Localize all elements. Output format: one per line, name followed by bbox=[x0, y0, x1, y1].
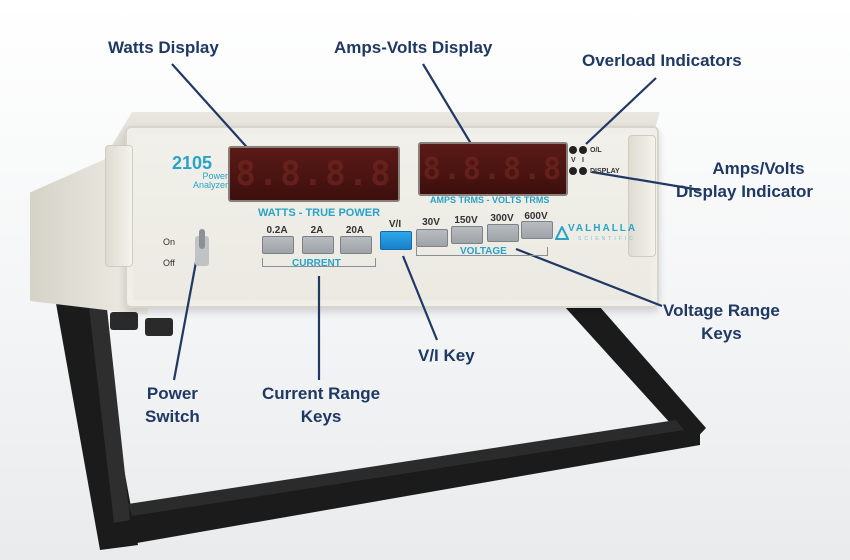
callout-display-indicator: Amps/Volts Display Indicator bbox=[676, 159, 813, 201]
brand-sub: SCIENTIFIC bbox=[578, 236, 636, 242]
amps-volts-display: 8.8.8.8 bbox=[418, 142, 568, 196]
ol-label: O/L bbox=[590, 147, 602, 154]
amps-volts-caption: AMPS TRMS - VOLTS TRMS bbox=[430, 195, 550, 205]
callout-vi-key: V/I Key bbox=[418, 346, 475, 365]
callout-watts-display: Watts Display bbox=[108, 38, 219, 57]
watts-display: 8.8.8.8 bbox=[228, 146, 400, 202]
key-label-20a: 20A bbox=[345, 225, 365, 236]
handle-left bbox=[105, 145, 133, 267]
switch-off-label: Off bbox=[163, 258, 175, 268]
callout-amps-volts-display: Amps-Volts Display bbox=[334, 38, 493, 57]
overload-led-i bbox=[579, 146, 587, 154]
foot-center bbox=[145, 318, 173, 336]
key-label-0.2a: 0.2A bbox=[266, 225, 288, 236]
foot-left bbox=[110, 312, 138, 330]
key-label-2a: 2A bbox=[310, 225, 324, 236]
voltage-key-30v[interactable] bbox=[416, 229, 448, 247]
key-label-30v: 30V bbox=[422, 217, 440, 228]
callout-overload-indicators: Overload Indicators bbox=[582, 51, 742, 70]
current-key-2a[interactable] bbox=[302, 236, 334, 254]
voltage-key-150v[interactable] bbox=[451, 226, 483, 244]
watts-caption: WATTS - TRUE POWER bbox=[258, 207, 381, 219]
brand-name: VALHALLA bbox=[568, 223, 638, 234]
callout-current-range-keys: Current Range Keys bbox=[262, 384, 381, 426]
display-led-i bbox=[579, 167, 587, 175]
key-label-150v: 150V bbox=[454, 215, 478, 226]
display-led-v bbox=[569, 167, 577, 175]
v-label: V bbox=[571, 157, 576, 164]
switch-on-label: On bbox=[163, 237, 176, 247]
key-label-300v: 300V bbox=[490, 213, 514, 224]
callout-power-switch: Power Switch bbox=[145, 384, 200, 426]
current-caption: CURRENT bbox=[292, 258, 341, 269]
vi-key[interactable] bbox=[380, 231, 412, 250]
overload-led-v bbox=[569, 146, 577, 154]
power-switch[interactable] bbox=[199, 229, 205, 249]
key-label-vi: V/I bbox=[388, 219, 402, 230]
voltage-key-600v[interactable] bbox=[521, 221, 553, 239]
current-bracket bbox=[262, 258, 376, 267]
current-key-0.2a[interactable] bbox=[262, 236, 294, 254]
voltage-caption: VOLTAGE bbox=[460, 246, 507, 257]
callout-voltage-range-keys: Voltage Range Keys bbox=[663, 301, 780, 343]
current-key-20a[interactable] bbox=[340, 236, 372, 254]
voltage-key-300v[interactable] bbox=[487, 224, 519, 242]
valhalla-logo-icon bbox=[555, 226, 569, 240]
model-name: Power Analyzer bbox=[193, 171, 229, 191]
power-switch-plate bbox=[195, 236, 209, 266]
display-label: DISPLAY bbox=[590, 168, 620, 175]
i-label: I bbox=[582, 157, 584, 164]
key-label-600v: 600V bbox=[524, 211, 548, 222]
watts-display-digits: 8.8.8.8 bbox=[235, 154, 393, 194]
amps-volts-display-digits: 8.8.8.8 bbox=[422, 151, 564, 187]
